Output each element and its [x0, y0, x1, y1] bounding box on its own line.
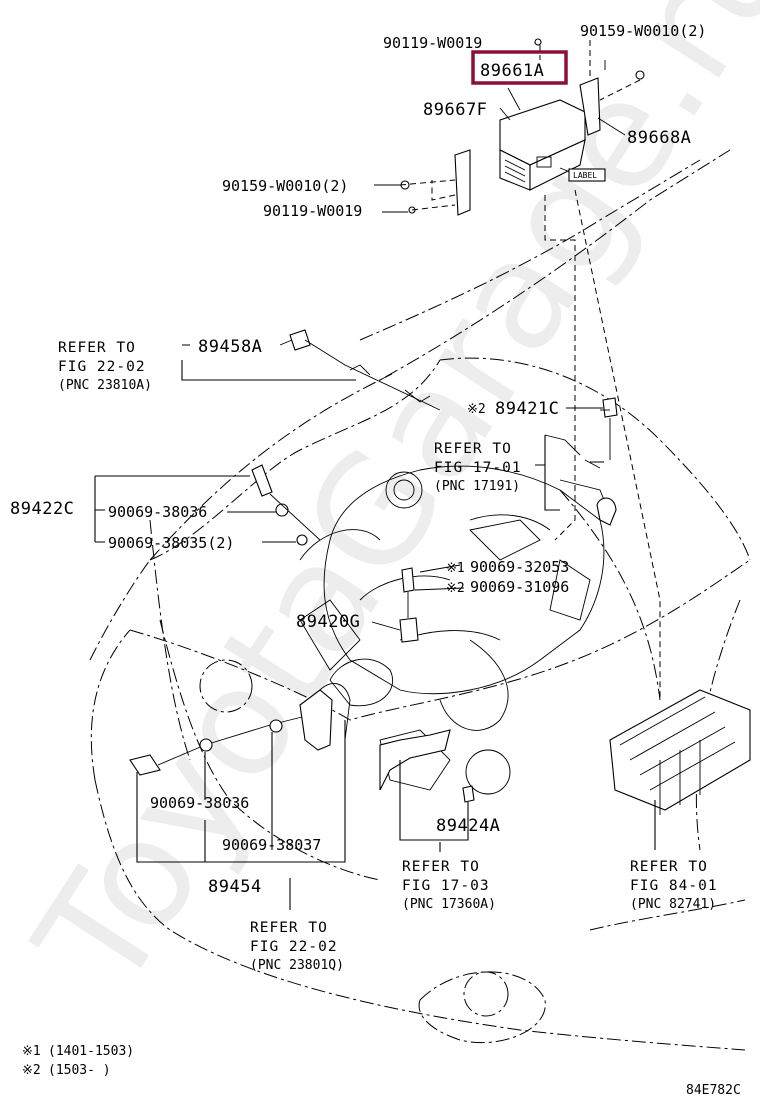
legend: ※1 (1401-1503) ※2 (1503- ) — [22, 1044, 134, 1078]
callout-mark-1b: ※1 — [446, 561, 465, 576]
callout-90159-W0010-left: 90159-W0010(2) — [222, 177, 348, 195]
legend-mark-2: ※2 — [22, 1063, 41, 1078]
callout-90069-38036-a: 90069-38036 — [108, 503, 207, 521]
legend-text-1: (1401-1503) — [48, 1044, 134, 1059]
diagram-code: 84E782C — [686, 1083, 741, 1098]
refer-22-02-a: REFER TO FIG 22-02 (PNC 23810A) — [58, 340, 152, 393]
bracket-lines — [94, 60, 656, 910]
refer-22-02-a-line2: FIG 22-02 — [58, 359, 146, 375]
callout-90069-38037: 90069-38037 — [222, 836, 321, 854]
refer-22-02-a-line1: REFER TO — [58, 340, 136, 356]
callout-mark-2: ※2 — [467, 402, 486, 417]
refer-17-01-line3: (PNC 17191) — [434, 479, 520, 494]
refer-17-03-line2: FIG 17-03 — [402, 878, 490, 894]
sensor-89424A — [379, 729, 475, 803]
refer-22-02-a-line3: (PNC 23810A) — [58, 378, 152, 393]
refer-84-01-line1: REFER TO — [630, 859, 708, 875]
callout-90069-38035: 90069-38035(2) — [108, 534, 234, 552]
callout-90069-38036-b: 90069-38036 — [150, 794, 249, 812]
refer-17-01-line2: FIG 17-01 — [434, 460, 522, 476]
callout-90069-32053: 90069-32053 — [470, 558, 569, 576]
callout-89667F: 89667F — [423, 100, 487, 120]
callout-90119-W0019-top: 90119-W0019 — [383, 34, 482, 52]
callout-89422C: 89422C — [10, 499, 74, 519]
sensor-89420G — [399, 567, 419, 643]
refer-17-03-line3: (PNC 17360A) — [402, 897, 496, 912]
refer-17-01-line1: REFER TO — [434, 441, 512, 457]
callout-90069-31096: 90069-31096 — [470, 578, 569, 596]
relay-block — [609, 689, 751, 815]
ecm-unit — [400, 38, 645, 216]
legend-mark-1: ※1 — [22, 1044, 41, 1059]
refer-22-02-b: REFER TO FIG 22-02 (PNC 23801Q) — [250, 920, 344, 973]
legend-text-2: (1503- ) — [48, 1063, 111, 1078]
sensor-89454 — [129, 683, 351, 776]
refer-22-02-b-line1: REFER TO — [250, 920, 328, 936]
sensor-89421C — [544, 397, 618, 526]
refer-22-02-b-line3: (PNC 23801Q) — [250, 958, 344, 973]
refer-17-01: REFER TO FIG 17-01 (PNC 17191) — [434, 441, 522, 494]
callout-mark-2b: ※2 — [446, 581, 465, 596]
sensor-89458A — [289, 329, 441, 411]
highlight-box — [471, 50, 568, 85]
callout-90159-W0010-top: 90159-W0010(2) — [580, 22, 706, 40]
callout-89454: 89454 — [208, 877, 262, 897]
callout-89661A: 89661A — [480, 61, 544, 81]
car-outline — [89, 149, 751, 1051]
refer-22-02-b-line2: FIG 22-02 — [250, 939, 338, 955]
refer-17-03: REFER TO FIG 17-03 (PNC 17360A) — [402, 859, 496, 912]
refer-84-01: REFER TO FIG 84-01 (PNC 82741) — [630, 859, 718, 912]
callout-89424A: 89424A — [436, 816, 500, 836]
label-tag-text: LABEL — [573, 171, 597, 180]
callout-89420G: 89420G — [296, 612, 360, 632]
callout-89458A: 89458A — [198, 337, 262, 357]
refer-17-03-line1: REFER TO — [402, 859, 480, 875]
callout-89421C: 89421C — [495, 399, 559, 419]
callout-90119-W0019-left: 90119-W0019 — [263, 202, 362, 220]
callout-89668A: 89668A — [627, 128, 691, 148]
sensor-89422C — [251, 464, 321, 546]
label-tag: LABEL — [559, 167, 606, 182]
refer-84-01-line3: (PNC 82741) — [630, 897, 716, 912]
refer-84-01-line2: FIG 84-01 — [630, 878, 718, 894]
